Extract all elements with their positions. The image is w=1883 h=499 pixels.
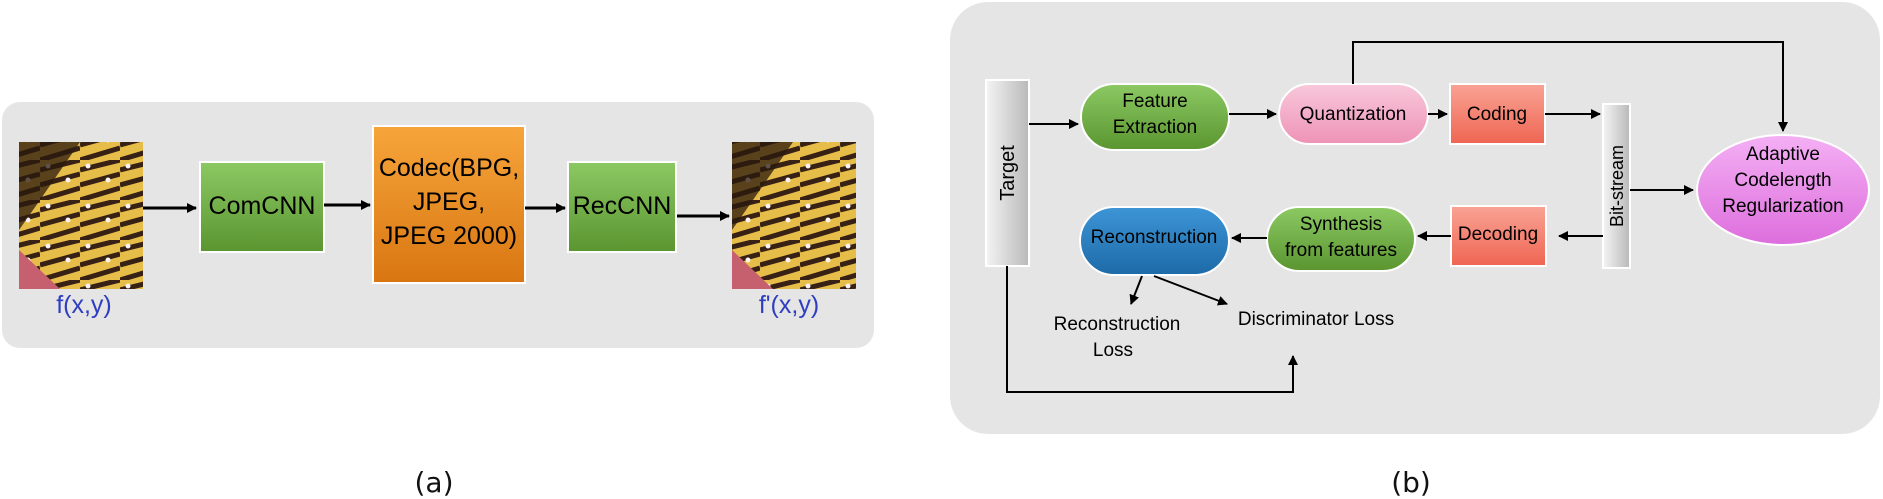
adaptive-label-line3: Regularization <box>1722 196 1843 217</box>
coding-label: Coding <box>1467 104 1527 125</box>
feature-label-line1: Feature <box>1122 91 1187 112</box>
comcnn-label: ComCNN <box>209 192 316 220</box>
codec-label-line3: JPEG 2000) <box>381 222 517 250</box>
feature-label-line2: Extraction <box>1113 117 1197 138</box>
adaptive-label-line1: Adaptive <box>1746 144 1820 165</box>
decoding-block: Decoding <box>1450 205 1547 267</box>
synthesis-label-line1: Synthesis <box>1300 214 1382 235</box>
bitstream-label: Bit-stream <box>1607 145 1627 227</box>
caption-a: (a) <box>414 466 453 499</box>
coding-block: Coding <box>1449 83 1546 145</box>
reconstruction-loss-line2: Loss <box>1093 340 1133 361</box>
arrow-to-reconstruction-loss <box>1129 275 1143 305</box>
synthesis-block: Synthesis from features <box>1266 206 1416 272</box>
output-butterfly-image <box>732 142 856 289</box>
comcnn-block: ComCNN <box>199 161 325 253</box>
adaptive-label-line2: Codelength <box>1734 170 1831 191</box>
input-butterfly-image <box>19 142 143 289</box>
caption-b: (b) <box>1391 466 1431 499</box>
reccnn-label: RecCNN <box>573 192 672 220</box>
quantization-label: Quantization <box>1300 104 1407 125</box>
synthesis-label-line2: from features <box>1285 240 1397 261</box>
input-label: f(x,y) <box>56 291 112 319</box>
reconstruction-label: Reconstruction <box>1091 227 1218 248</box>
codec-label-line2: JPEG, <box>413 188 485 216</box>
reccnn-block: RecCNN <box>567 161 677 253</box>
quantization-block: Quantization <box>1278 83 1429 145</box>
output-label: f'(x,y) <box>759 291 819 319</box>
reconstruction-block: Reconstruction <box>1079 206 1230 276</box>
target-block: Target <box>985 79 1030 267</box>
arrow-quantization-to-adaptive <box>1352 41 1788 132</box>
arrow-target-to-discriminator <box>1006 266 1298 393</box>
decoding-label: Decoding <box>1458 224 1538 245</box>
reconstruction-loss-line1: Reconstruction <box>1054 314 1181 335</box>
feature-extraction-block: Feature Extraction <box>1080 83 1230 151</box>
codec-label-line1: Codec(BPG, <box>379 154 519 182</box>
target-label: Target <box>997 145 1019 201</box>
codec-block: Codec(BPG, JPEG, JPEG 2000) <box>372 125 526 284</box>
adaptive-codelength-block: Adaptive Codelength Regularization <box>1696 134 1870 246</box>
arrow-to-discriminator-loss <box>1153 275 1228 306</box>
discriminator-loss-label: Discriminator Loss <box>1238 309 1394 330</box>
bitstream-block: Bit-stream <box>1602 103 1631 269</box>
